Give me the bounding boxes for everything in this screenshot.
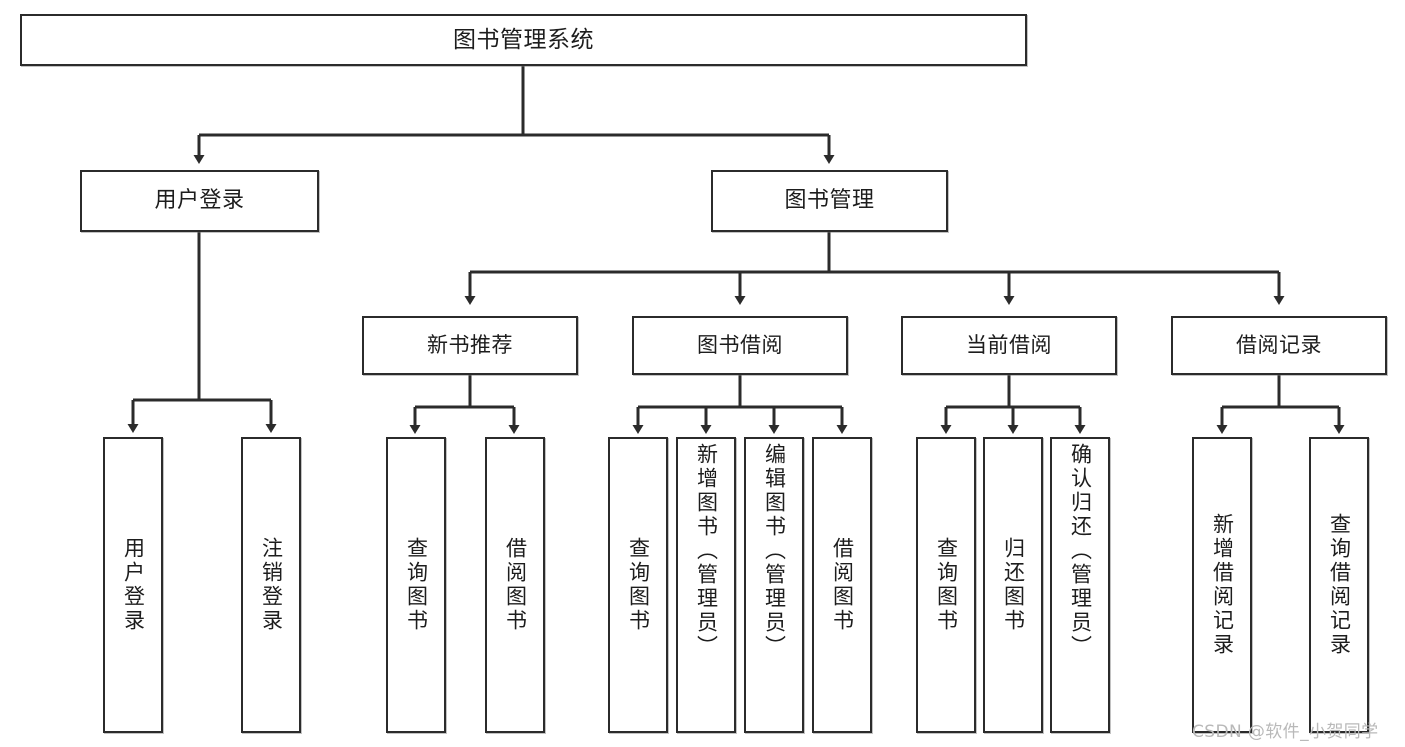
node-current-borrow[interactable]: 当前借阅: [901, 316, 1117, 375]
leaf-add-borrow-record[interactable]: 新增借阅记录: [1192, 437, 1252, 733]
node-book-borrow-label: 图书借阅: [697, 333, 783, 358]
leaf-confirm-return-admin-label: 确认归还（管理员）: [1068, 443, 1093, 659]
leaf-query-book-borrow-label: 查询图书: [626, 537, 651, 633]
leaf-borrow-book-recommend-label: 借阅图书: [503, 537, 528, 633]
leaf-borrow-book[interactable]: 借阅图书: [812, 437, 872, 733]
node-new-book-recommend-label: 新书推荐: [427, 333, 513, 358]
leaf-add-borrow-record-label: 新增借阅记录: [1210, 513, 1235, 657]
leaf-query-book-recommend[interactable]: 查询图书: [386, 437, 446, 733]
leaf-query-book-current-label: 查询图书: [934, 537, 959, 633]
leaf-query-book-borrow[interactable]: 查询图书: [608, 437, 668, 733]
leaf-user-login-label: 用户登录: [121, 537, 146, 633]
leaf-logout-label: 注销登录: [259, 537, 284, 633]
leaf-borrow-book-recommend[interactable]: 借阅图书: [485, 437, 545, 733]
leaf-return-book-label: 归还图书: [1001, 537, 1026, 633]
leaf-borrow-book-label: 借阅图书: [830, 537, 855, 633]
leaf-query-book-current[interactable]: 查询图书: [916, 437, 976, 733]
leaf-edit-book-admin[interactable]: 编辑图书（管理员）: [744, 437, 804, 733]
leaf-add-book-admin[interactable]: 新增图书（管理员）: [676, 437, 736, 733]
node-root-label: 图书管理系统: [453, 26, 594, 53]
node-current-borrow-label: 当前借阅: [966, 333, 1052, 358]
leaf-logout[interactable]: 注销登录: [241, 437, 301, 733]
leaf-add-book-admin-label: 新增图书（管理员）: [694, 443, 719, 659]
leaf-edit-book-admin-label: 编辑图书（管理员）: [762, 443, 787, 659]
leaf-user-login[interactable]: 用户登录: [103, 437, 163, 733]
node-book-management-label: 图书管理: [784, 188, 875, 214]
leaf-query-book-recommend-label: 查询图书: [404, 537, 429, 633]
node-user-login-label: 用户登录: [154, 188, 245, 214]
node-book-borrow[interactable]: 图书借阅: [632, 316, 848, 375]
node-user-login[interactable]: 用户登录: [80, 170, 319, 232]
leaf-query-borrow-record-label: 查询借阅记录: [1327, 513, 1352, 657]
node-root-system[interactable]: 图书管理系统: [20, 14, 1027, 66]
leaf-query-borrow-record[interactable]: 查询借阅记录: [1309, 437, 1369, 733]
leaf-return-book[interactable]: 归还图书: [983, 437, 1043, 733]
leaf-confirm-return-admin[interactable]: 确认归还（管理员）: [1050, 437, 1110, 733]
node-borrow-record-label: 借阅记录: [1236, 333, 1322, 358]
node-borrow-record[interactable]: 借阅记录: [1171, 316, 1387, 375]
node-new-book-recommend[interactable]: 新书推荐: [362, 316, 578, 375]
node-book-management[interactable]: 图书管理: [711, 170, 948, 232]
